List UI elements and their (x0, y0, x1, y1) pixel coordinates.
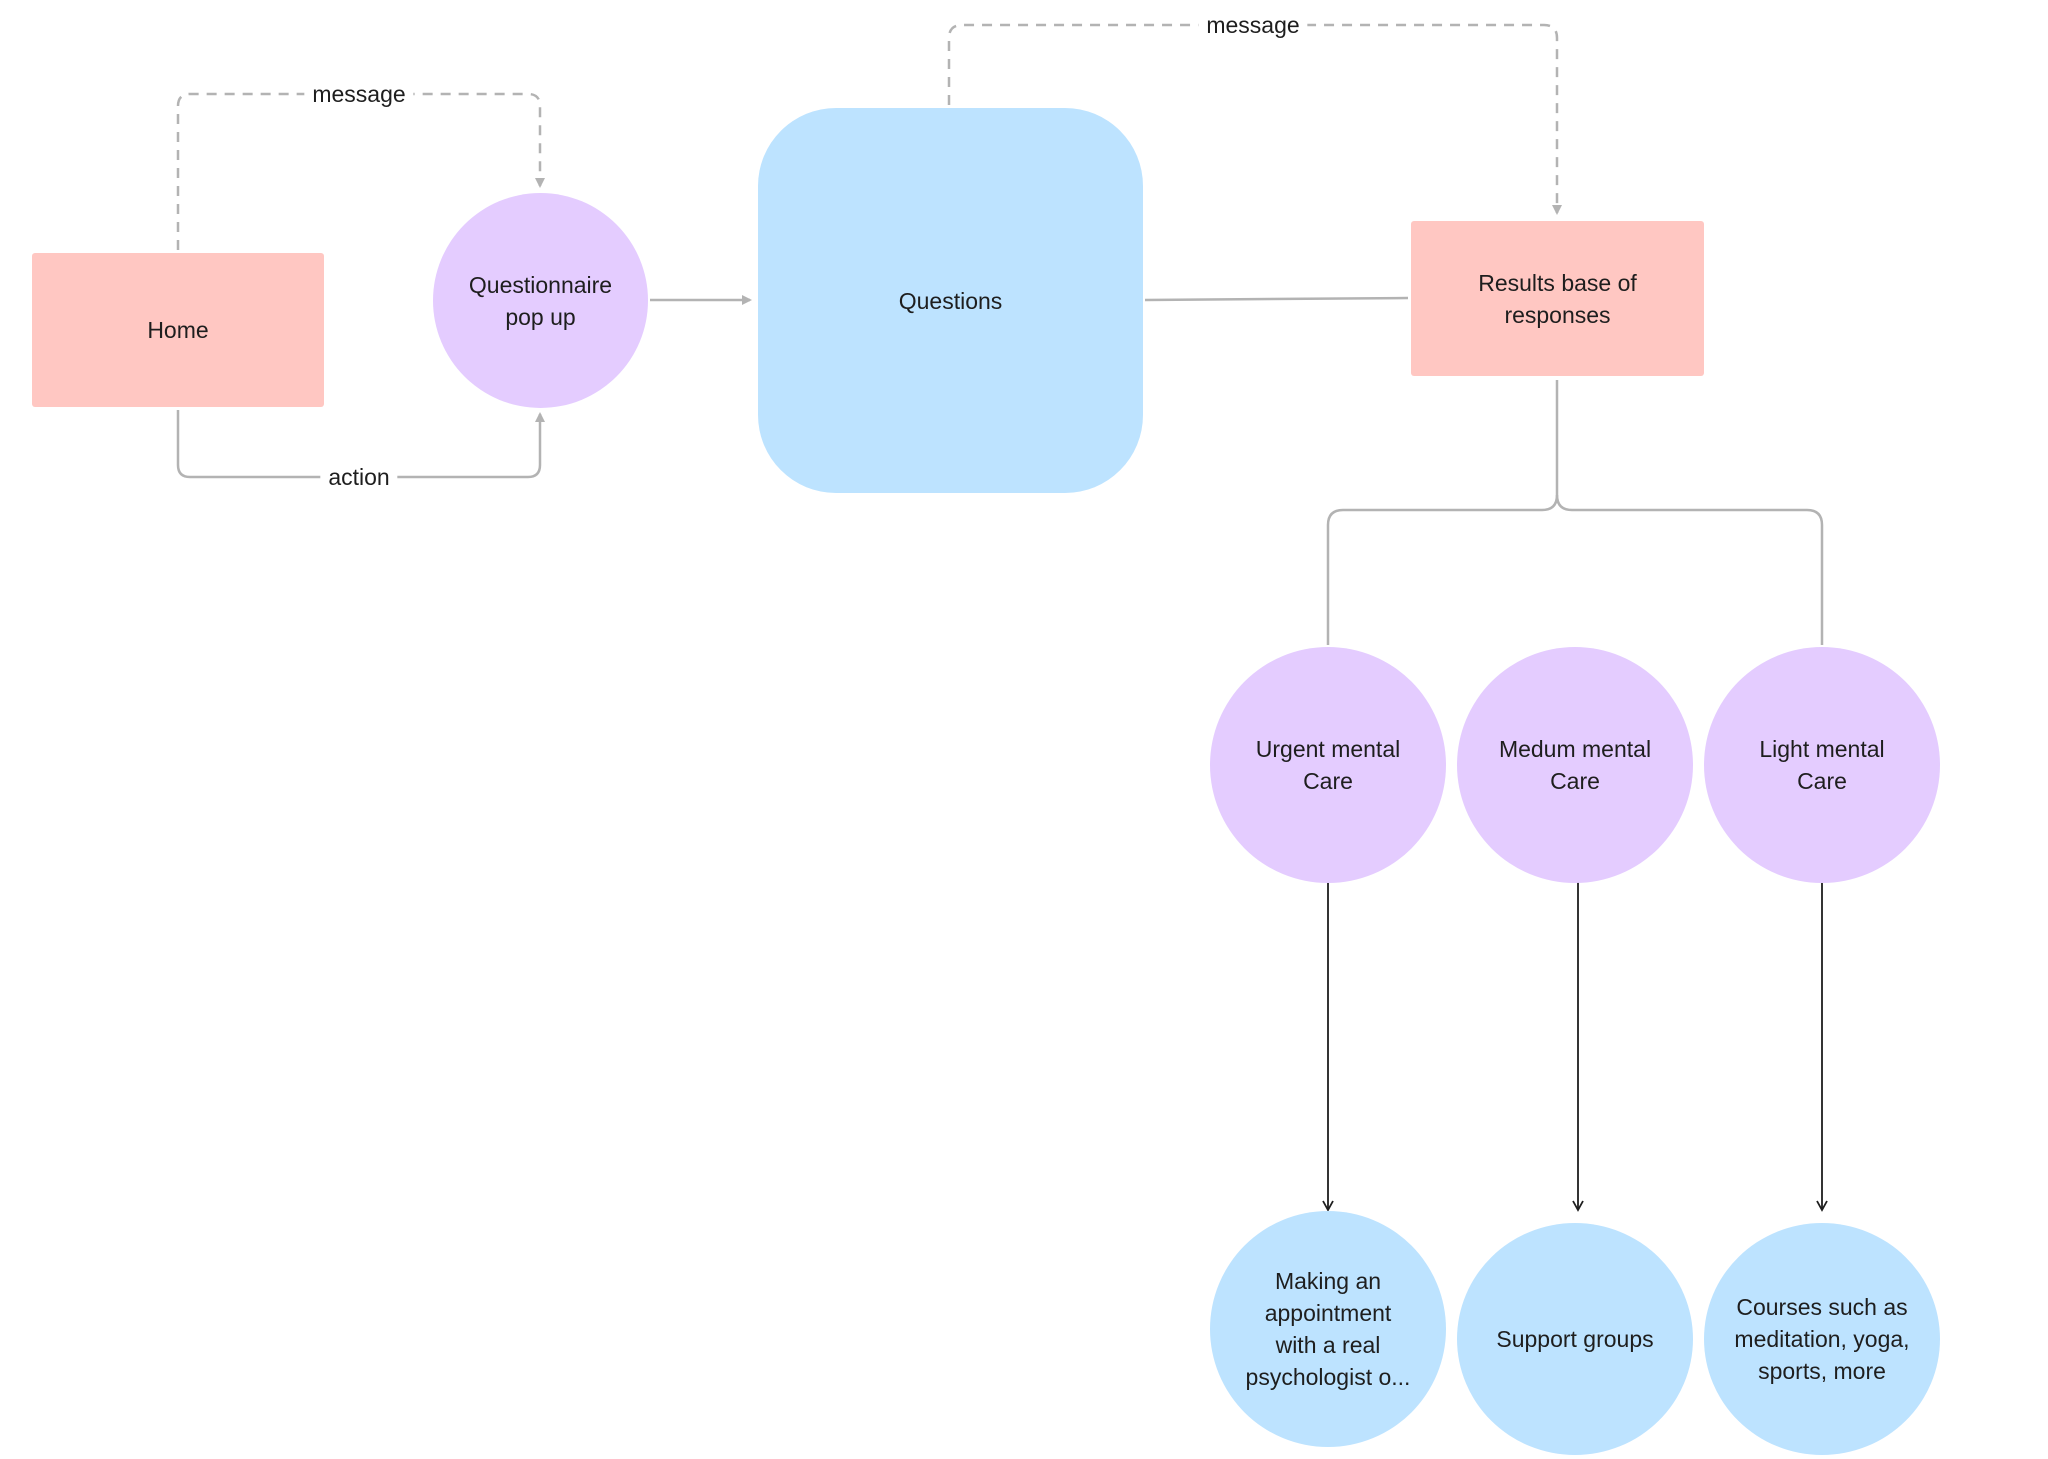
node-questionnaire-label: Questionnaire pop up (468, 271, 613, 330)
node-medium-care[interactable]: Medum mental Care (1457, 647, 1693, 883)
node-appointment[interactable]: Making an appointment with a real psycho… (1210, 1211, 1446, 1447)
node-support-groups[interactable]: Support groups (1457, 1223, 1693, 1455)
node-questionnaire[interactable]: Questionnaire pop up (433, 193, 648, 408)
node-questions-label: Questions (898, 287, 1003, 314)
node-questions[interactable]: Questions (758, 108, 1143, 493)
node-home-label: Home (147, 317, 209, 343)
node-light-care-label: Light mental Care (1759, 736, 1885, 794)
edge-label-action: action (320, 463, 398, 491)
edge-label-message-1: message (304, 80, 414, 108)
edge-label-message-2: message (1198, 11, 1308, 39)
connector-questions-results (1144, 296, 1409, 302)
node-urgent-care-label: Urgent mental Care (1255, 736, 1401, 794)
node-courses-label: Courses such as meditation, yoga, sports… (1734, 1294, 1910, 1384)
node-urgent-care[interactable]: Urgent mental Care (1210, 647, 1446, 883)
node-courses[interactable]: Courses such as meditation, yoga, sports… (1704, 1223, 1940, 1455)
connector-results-light (1555, 494, 1824, 645)
node-home[interactable]: Home (32, 253, 324, 407)
node-results-label: Results base of responses (1478, 269, 1637, 328)
node-results[interactable]: Results base of responses (1411, 221, 1704, 376)
node-appointment-label: Making an appointment with a real psycho… (1245, 1268, 1411, 1390)
node-support-groups-label: Support groups (1496, 1326, 1654, 1352)
connector-results-urgent (1326, 380, 1559, 645)
node-medium-care-label: Medum mental Care (1498, 736, 1652, 794)
node-light-care[interactable]: Light mental Care (1704, 647, 1940, 883)
